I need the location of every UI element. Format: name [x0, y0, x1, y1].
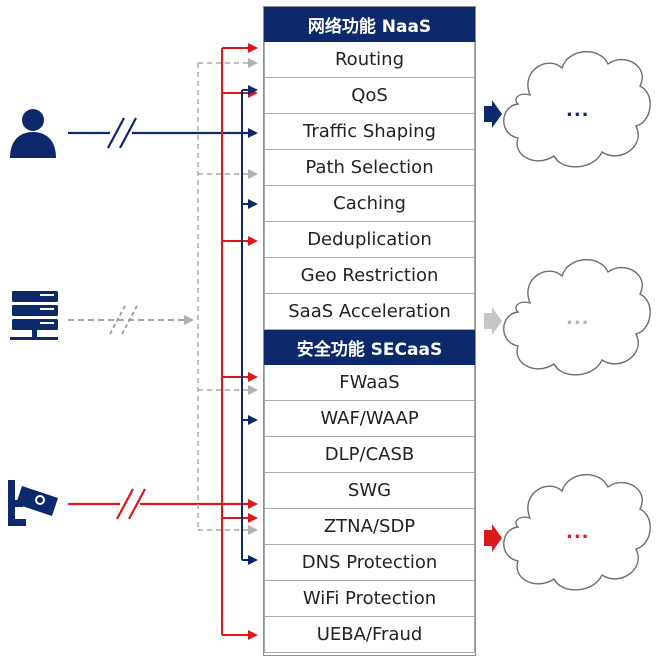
camera-icon	[8, 480, 58, 526]
cloud-bottom-label: ...	[566, 522, 590, 543]
secaas-item-dlp-casb: DLP/CASB	[264, 437, 475, 473]
cloud-top-label: ...	[566, 100, 590, 121]
camera-connection-line	[68, 488, 258, 520]
secaas-item-waf-waap: WAF/WAAP	[264, 401, 475, 437]
gray-dashed-bus	[197, 58, 258, 535]
secaas-item-dns-protection: DNS Protection	[264, 545, 475, 581]
naas-item-qos: QoS	[264, 78, 475, 114]
server-connection-line	[68, 303, 194, 335]
server-icon	[10, 291, 58, 340]
navy-bus	[241, 85, 258, 565]
secaas-item-fwaas: FWaaS	[264, 365, 475, 401]
red-bus	[221, 43, 258, 640]
user-icon	[10, 109, 56, 158]
secaas-item-ueba-fraud: UEBA/Fraud	[264, 617, 475, 653]
secaas-item-wifi-protection: WiFi Protection	[264, 581, 475, 617]
naas-item-geo-restriction: Geo Restriction	[264, 258, 475, 294]
naas-item-path-selection: Path Selection	[264, 150, 475, 186]
secaas-header: 安全功能 SECaaS	[264, 330, 475, 365]
secaas-item-swg: SWG	[264, 473, 475, 509]
user-connection-line	[68, 117, 258, 149]
naas-item-traffic-shaping: Traffic Shaping	[264, 114, 475, 150]
cloud-middle	[503, 258, 651, 376]
naas-item-deduplication: Deduplication	[264, 222, 475, 258]
naas-item-caching: Caching	[264, 186, 475, 222]
navy-output-arrow	[484, 100, 502, 128]
gray-output-arrow	[484, 307, 502, 335]
secaas-item-ztna-sdp: ZTNA/SDP	[264, 509, 475, 545]
cloud-middle-label: ...	[566, 308, 590, 329]
cloud-top	[503, 50, 651, 168]
naas-header: 网络功能 NaaS	[264, 7, 475, 42]
naas-item-saas-acceleration: SaaS Acceleration	[264, 294, 475, 330]
naas-item-routing: Routing	[264, 42, 475, 78]
red-output-arrow	[484, 524, 502, 552]
cloud-bottom	[503, 473, 651, 591]
